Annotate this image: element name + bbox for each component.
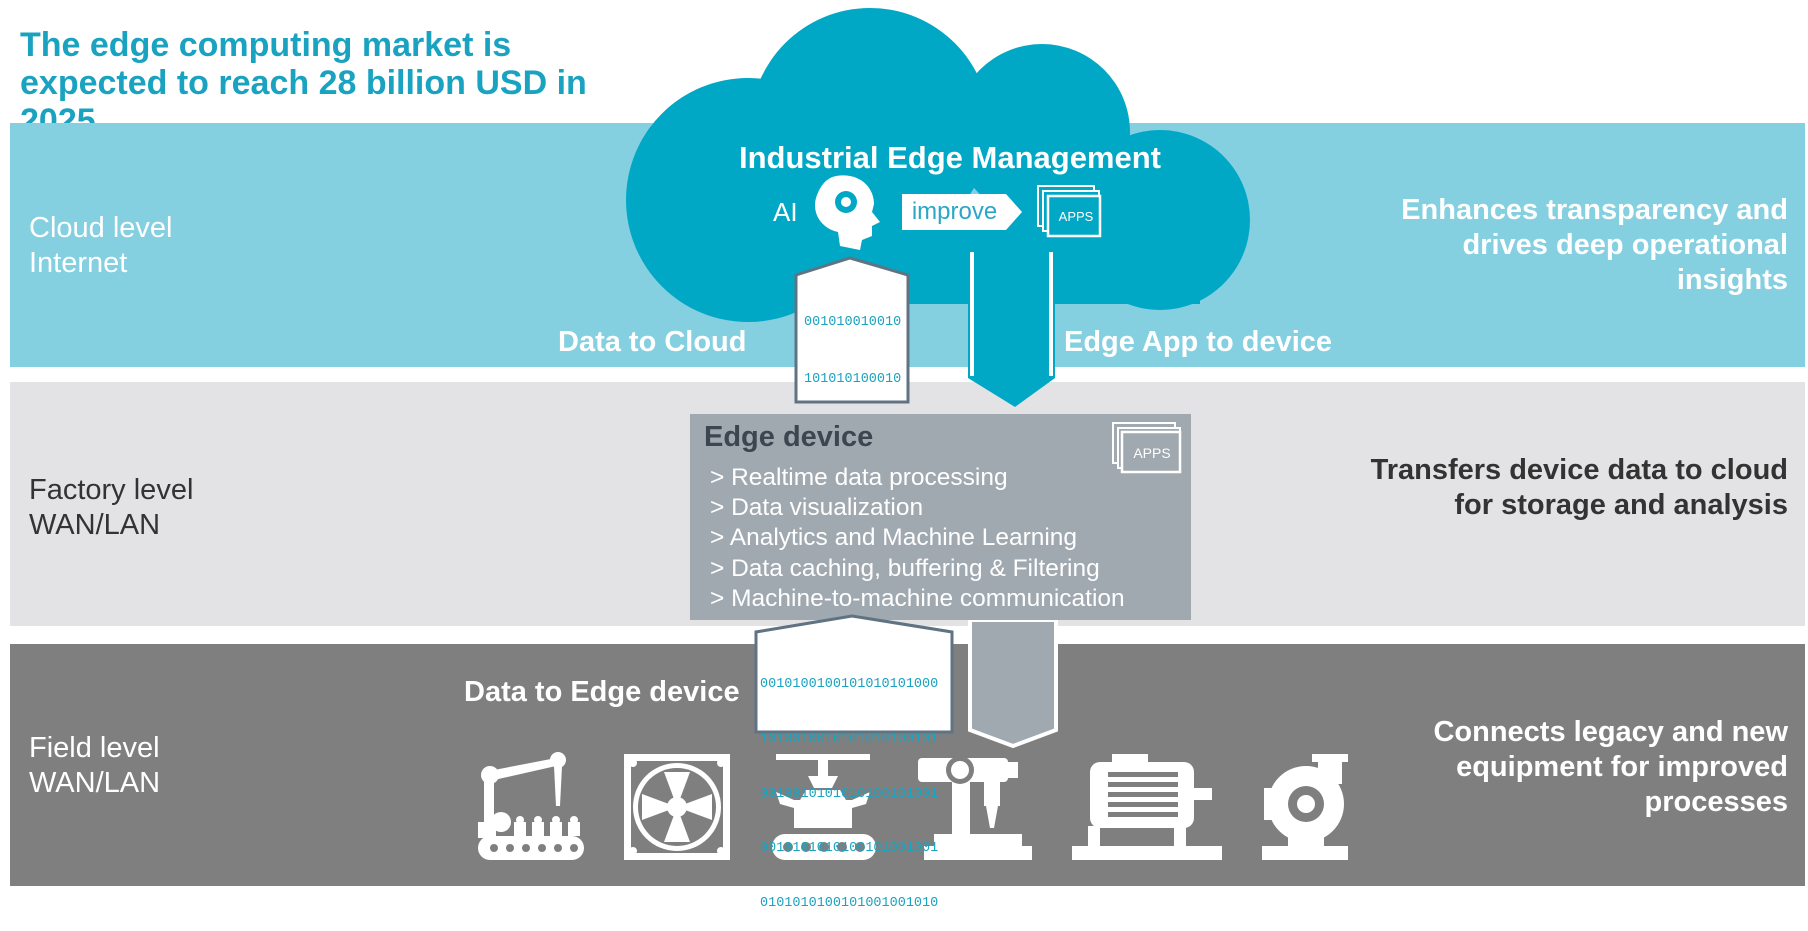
edge-capability-item: > Machine-to-machine communication bbox=[710, 585, 1125, 612]
binary-line: 0010100100101010101000 bbox=[760, 677, 939, 693]
cloud-apps-icon bbox=[1037, 185, 1102, 238]
cloud-level-name: Cloud level bbox=[29, 212, 173, 244]
edge-capability-item: > Data caching, buffering & Filtering bbox=[710, 555, 1100, 582]
field-binary-block-overlay bbox=[754, 614, 954, 734]
factory-level-network: WAN/LAN bbox=[29, 509, 161, 541]
pump-icon bbox=[1262, 754, 1348, 860]
field-level-label: Field level WAN/LAN bbox=[29, 731, 160, 801]
industrial-fan-icon bbox=[624, 754, 730, 860]
data-to-edge-device-label: Data to Edge device bbox=[464, 676, 740, 708]
field-level-name: Field level bbox=[29, 732, 160, 764]
cloud-shape bbox=[626, 8, 1250, 322]
edge-app-arrow bbox=[968, 252, 1055, 407]
improve-arrow bbox=[902, 194, 1022, 230]
binary-line: 0101010100101001001010 bbox=[760, 895, 939, 911]
edge-architecture-diagram bbox=[478, 8, 1348, 860]
field-benefit: Connects legacy and new equipment for im… bbox=[1433, 716, 1788, 818]
binary-line: 1010010010101010100101 bbox=[760, 732, 939, 748]
edge-device-box bbox=[690, 414, 1191, 620]
edge-to-field-arrow bbox=[968, 618, 1058, 749]
binary-line: 0010101010100101001001 bbox=[760, 841, 939, 857]
field-level-network: WAN/LAN bbox=[29, 767, 161, 799]
improve-label: improve bbox=[911, 198, 998, 225]
binary-line: 101010100010 bbox=[804, 371, 902, 387]
edge-app-to-device-label: Edge App to device bbox=[1064, 326, 1333, 358]
cloud-binary-block bbox=[794, 256, 910, 404]
edge-device-title: Edge device bbox=[704, 421, 874, 453]
factory-level-label: Factory level WAN/LAN bbox=[29, 473, 193, 543]
cloud-level-network: Internet bbox=[29, 247, 128, 279]
factory-level-name: Factory level bbox=[29, 474, 194, 506]
headline: The edge computing market is expected to… bbox=[20, 26, 587, 140]
binary-line: 001010010010 bbox=[804, 315, 902, 331]
cloud-benefit: Enhances transparency and drives deep op… bbox=[1401, 194, 1788, 296]
edge-apps-label: APPS bbox=[1133, 445, 1171, 461]
cloud-apps-label: APPS bbox=[1058, 209, 1094, 224]
edge-capability-item: > Realtime data processing bbox=[710, 464, 1008, 491]
robot-arm-icon bbox=[478, 752, 584, 860]
data-to-cloud-label: Data to Cloud bbox=[558, 326, 747, 358]
cloud-level-label: Cloud level Internet bbox=[29, 211, 172, 281]
ai-label: AI bbox=[773, 197, 798, 227]
ai-head-icon bbox=[814, 175, 880, 250]
binary-line: 0010010101010100101001 bbox=[760, 786, 939, 802]
edge-apps-icon-overlay bbox=[1112, 422, 1182, 474]
field-binary-stream: 0010100100101010101000 10100100101010101… bbox=[760, 640, 938, 931]
cloud-title: Industrial Edge Management bbox=[738, 140, 1161, 175]
drill-press-icon bbox=[918, 756, 1032, 860]
factory-benefit: Transfers device data to cloud for stora… bbox=[1370, 454, 1788, 521]
electric-motor-icon bbox=[1072, 754, 1222, 860]
conveyor-packaging-icon bbox=[772, 754, 876, 860]
edge-capability-item: > Analytics and Machine Learning bbox=[710, 524, 1078, 551]
edge-capability-item: > Data visualization bbox=[710, 494, 924, 521]
